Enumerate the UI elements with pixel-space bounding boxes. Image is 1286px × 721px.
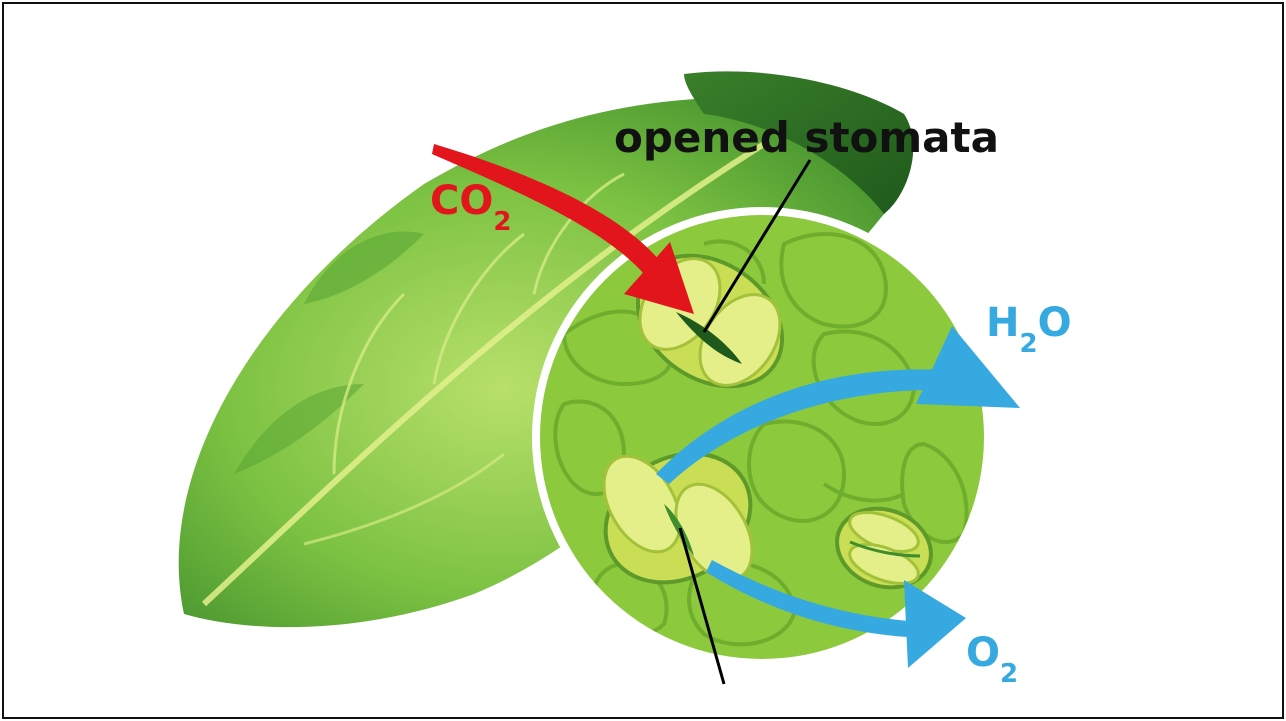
- o2-subscript: 2: [1000, 659, 1018, 689]
- stomata-diagram: opened stomata CO2 H2O O2: [4, 4, 1284, 719]
- co2-main: CO: [430, 178, 493, 224]
- h2o-h: H: [986, 300, 1019, 346]
- co2-subscript: 2: [493, 207, 511, 237]
- title-label: opened stomata: [614, 113, 999, 162]
- h2o-subscript: 2: [1019, 329, 1037, 359]
- o2-label: O2: [966, 630, 1018, 689]
- o2-main: O: [966, 630, 1000, 676]
- h2o-o: O: [1038, 300, 1072, 346]
- h2o-label: H2O: [986, 300, 1072, 359]
